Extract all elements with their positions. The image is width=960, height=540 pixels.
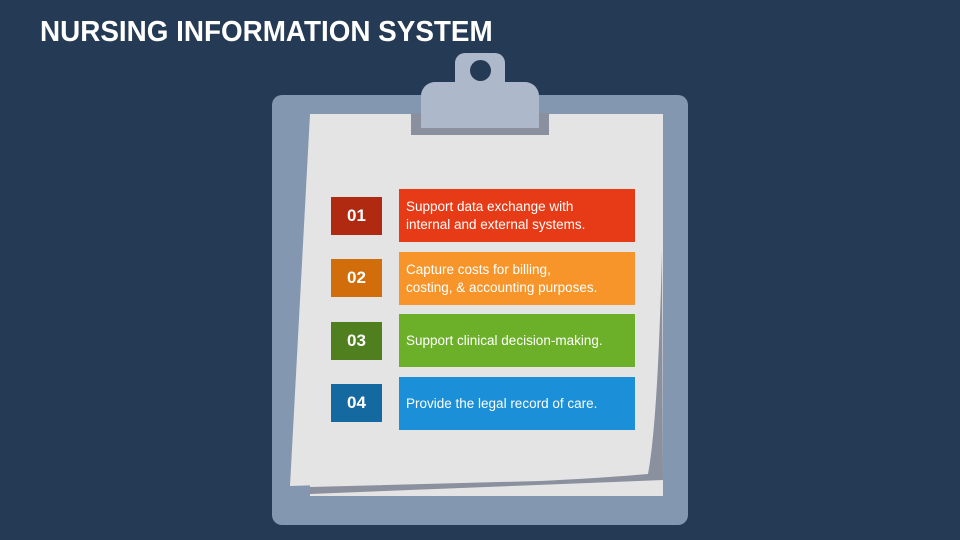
item-number-badge: 03 [331,322,382,360]
item-number-badge: 02 [331,259,382,297]
item-description-box: Provide the legal record of care. [399,377,635,430]
item-text-line: Provide the legal record of care. [406,395,598,411]
item-description-box: Support clinical decision-making. [399,314,635,367]
item-text-line: Support data exchange with [406,198,574,214]
item-number-badge: 04 [331,384,382,422]
item-text-line: costing, & accounting purposes. [406,279,598,295]
item-description-box: Capture costs for billing, costing, & acc… [399,252,635,305]
page-title: NURSING INFORMATION SYSTEM [40,16,493,48]
item-text-line: Capture costs for billing, [406,261,551,277]
clip-hole [470,60,491,81]
item-number-badge: 01 [331,197,382,235]
item-description-box: Support data exchange with internal and e… [399,189,635,242]
item-text-line: Support clinical decision-making. [406,332,603,348]
item-text-line: internal and external systems. [406,216,586,232]
